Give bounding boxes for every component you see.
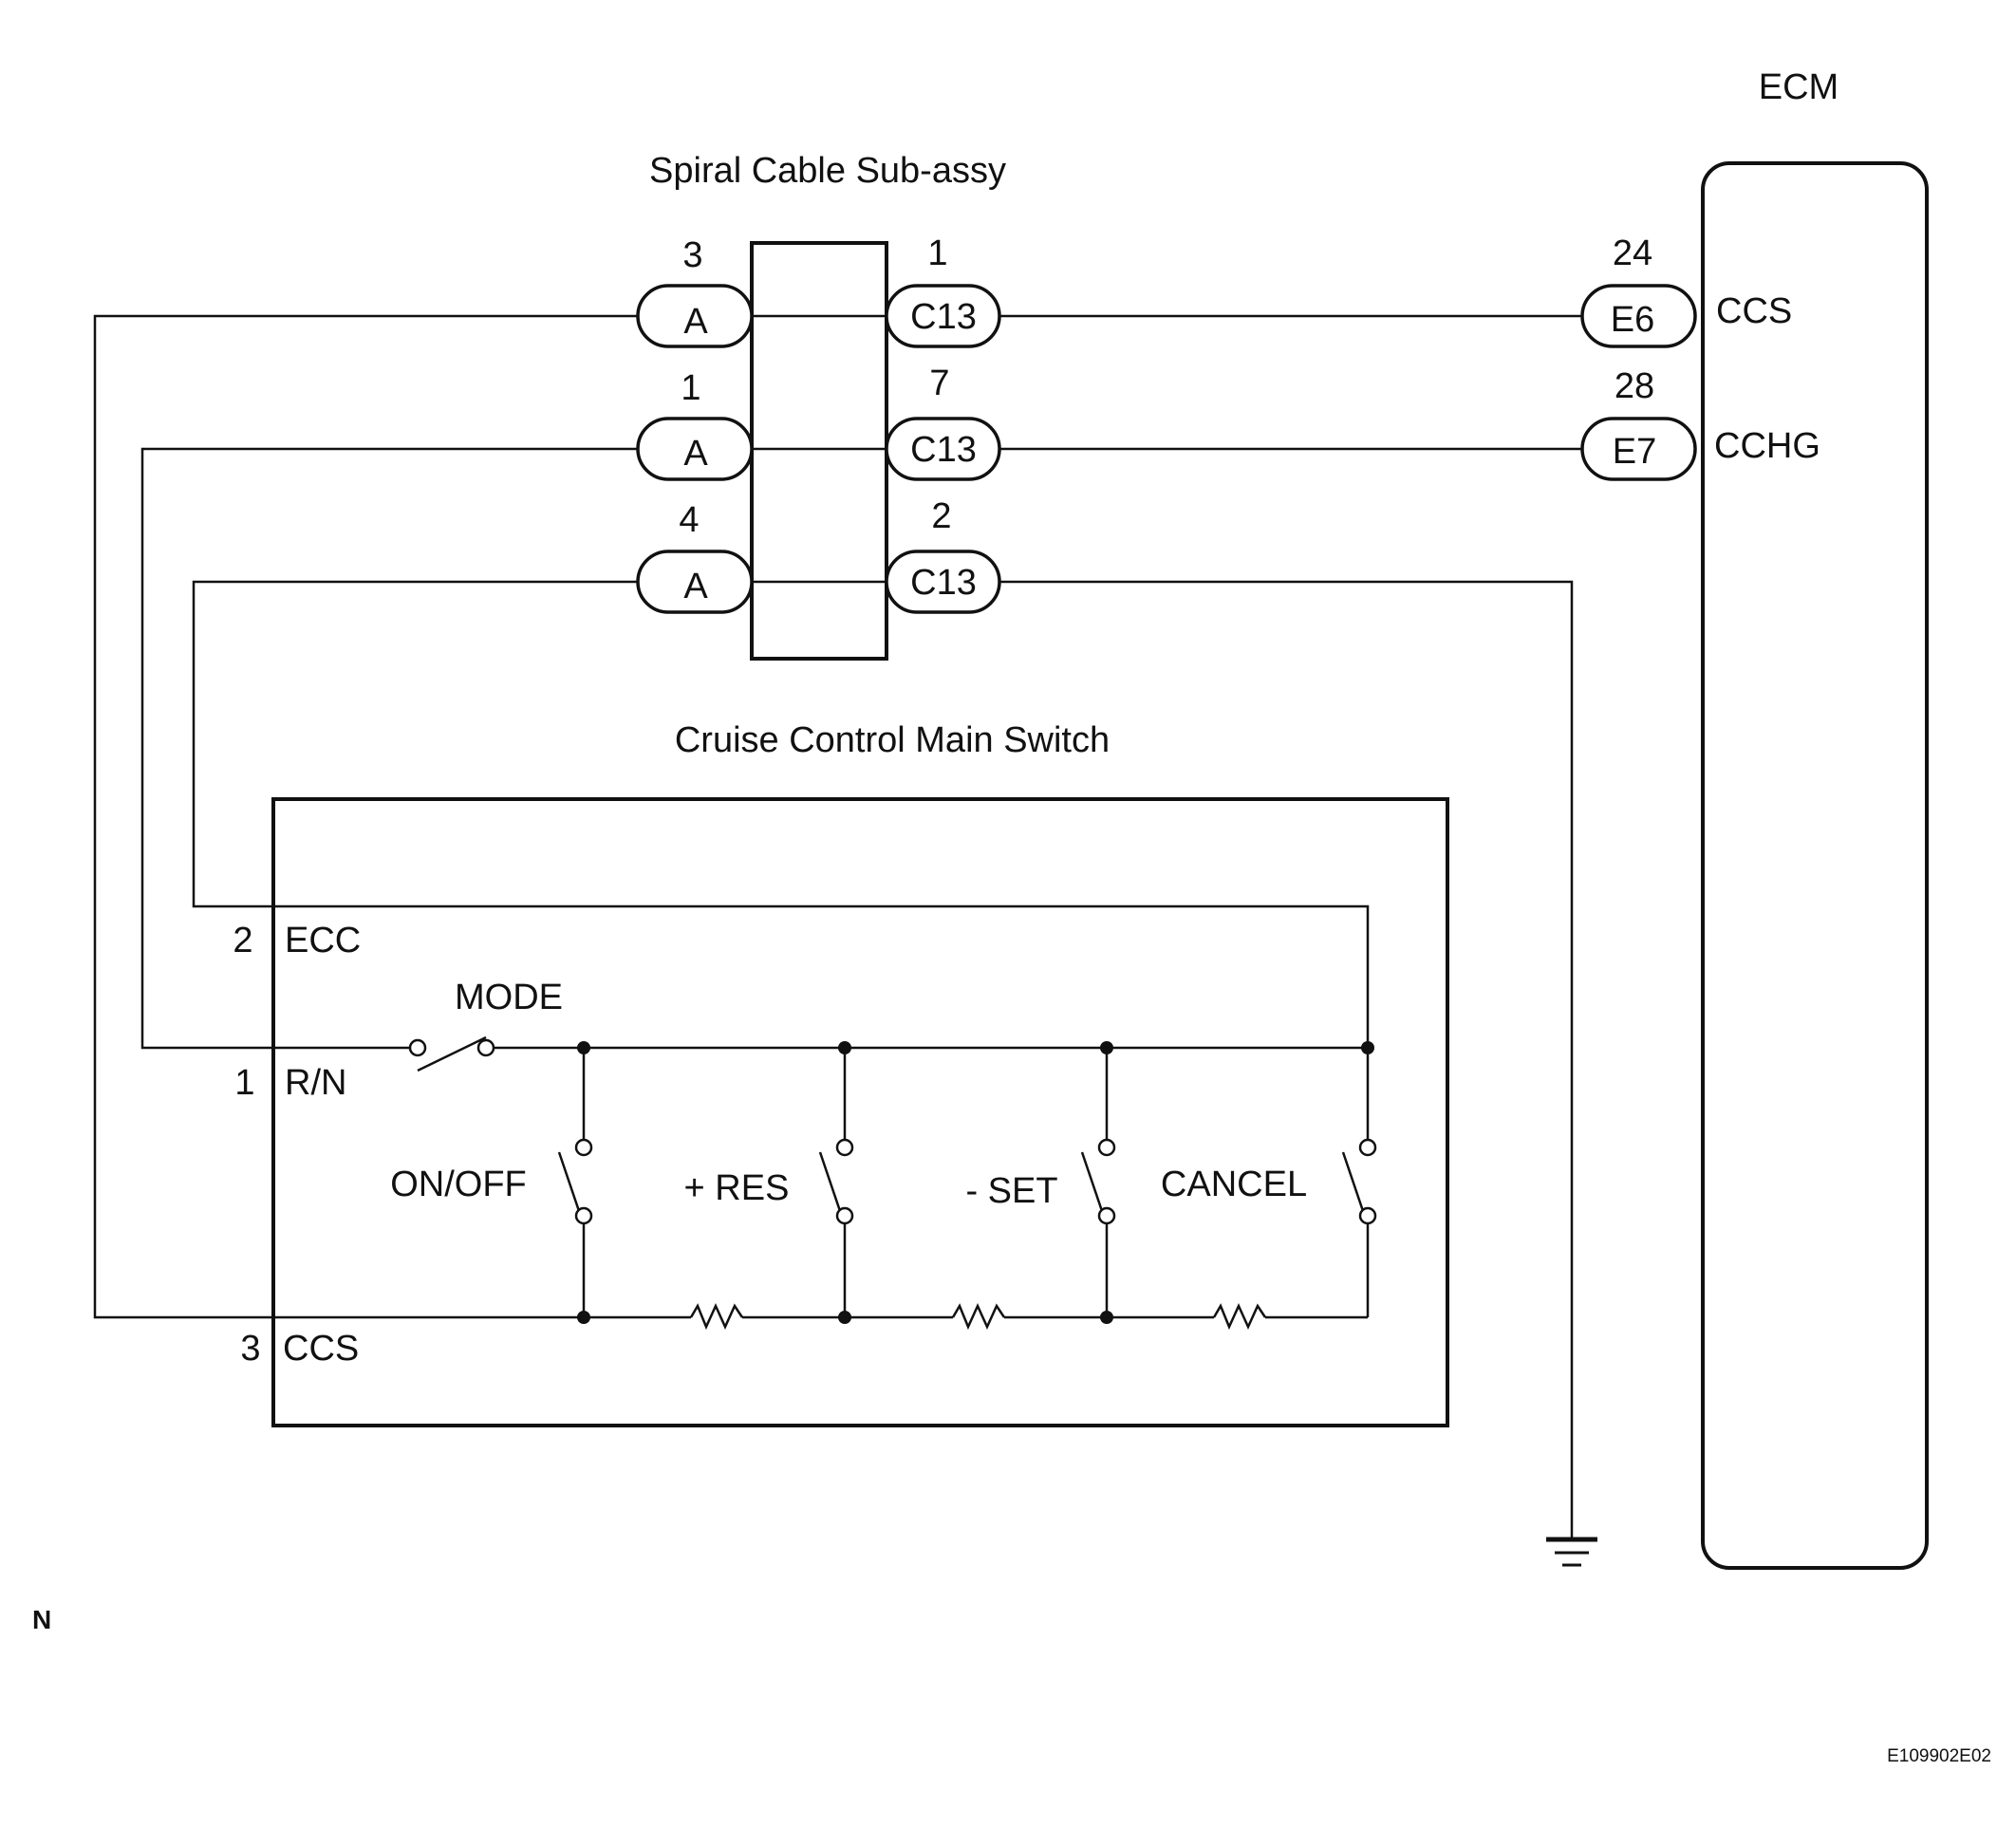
connector-c13-2: C13 xyxy=(885,550,1001,614)
connector-c13-1: C13 xyxy=(885,284,1001,348)
connector-e6: E6 xyxy=(1580,284,1697,348)
ecm-body xyxy=(1701,161,1929,1570)
switch-pin-2: 2 xyxy=(233,921,252,960)
connector-c13-7: C13 xyxy=(885,417,1001,481)
ecm-title: ECM xyxy=(1759,67,1839,107)
set-switch: - SET xyxy=(965,1048,1116,1317)
svg-text:A: A xyxy=(683,434,708,474)
connector-e7: E7 xyxy=(1580,417,1697,481)
switch-terminal-ccs: CCS xyxy=(283,1329,359,1369)
spiral-right-pin-7: 7 xyxy=(929,364,949,403)
main-switch-title: Cruise Control Main Switch xyxy=(675,720,1110,760)
spiral-cable-title: Spiral Cable Sub-assy xyxy=(649,151,1006,191)
ecm-signal-cchg: CCHG xyxy=(1714,426,1820,466)
connector-a-1: A xyxy=(636,417,754,481)
main-switch: Cruise Control Main Switch 2 ECC 1 R/N 3… xyxy=(233,720,1449,1427)
spiral-cable-body xyxy=(750,241,888,661)
cancel-switch: CANCEL xyxy=(1161,1048,1377,1317)
mode-switch: MODE xyxy=(408,978,563,1072)
mode-label: MODE xyxy=(455,978,563,1017)
ground-icon xyxy=(1546,1537,1597,1567)
figure-id: E109902E02 xyxy=(1887,1746,1991,1766)
ecm-signal-ccs: CCS xyxy=(1716,291,1792,331)
resistor-icon xyxy=(1212,1302,1267,1331)
svg-text:E6: E6 xyxy=(1611,300,1654,340)
on-off-switch: ON/OFF xyxy=(390,1048,593,1317)
svg-text:C13: C13 xyxy=(910,563,977,603)
ecm-pin-ccs: 24 xyxy=(1613,233,1652,273)
switch-pin-1: 1 xyxy=(234,1063,254,1103)
ecm-pin-cchg: 28 xyxy=(1615,366,1654,406)
junction-dots xyxy=(577,1041,1374,1324)
spiral-right-pin-1: 1 xyxy=(927,233,947,273)
switch-terminal-ecc: ECC xyxy=(285,921,361,960)
spiral-right-pin-2: 2 xyxy=(931,496,951,536)
res-label: + RES xyxy=(684,1168,790,1208)
resistor-icon xyxy=(951,1302,1006,1331)
cancel-label: CANCEL xyxy=(1161,1165,1307,1204)
svg-text:E7: E7 xyxy=(1613,432,1656,472)
connectors: A A A C13 C13 C13 E6 E7 xyxy=(636,284,1697,614)
spiral-cable: Spiral Cable Sub-assy 3 1 4 1 7 2 xyxy=(649,151,1006,661)
switch-pin-3: 3 xyxy=(240,1329,260,1369)
spiral-left-pin-4: 4 xyxy=(679,500,699,540)
svg-text:A: A xyxy=(683,302,708,342)
resistor-icon xyxy=(689,1302,744,1331)
res-switch: + RES xyxy=(684,1048,854,1317)
corner-mark: N xyxy=(32,1605,51,1634)
svg-text:A: A xyxy=(683,567,708,606)
wires xyxy=(93,314,1582,1538)
ecm: ECM 24 CCS 28 CCHG xyxy=(1613,67,1929,1570)
svg-text:C13: C13 xyxy=(910,430,977,470)
connector-a-4: A xyxy=(636,550,754,614)
spiral-left-pin-3: 3 xyxy=(682,235,702,275)
main-switch-body xyxy=(271,797,1449,1427)
svg-text:C13: C13 xyxy=(910,297,977,337)
spiral-left-pin-1: 1 xyxy=(681,368,700,408)
on-off-label: ON/OFF xyxy=(390,1165,527,1204)
switch-terminal-rn: R/N xyxy=(285,1063,346,1103)
set-label: - SET xyxy=(965,1171,1057,1211)
connector-a-3: A xyxy=(636,284,754,348)
